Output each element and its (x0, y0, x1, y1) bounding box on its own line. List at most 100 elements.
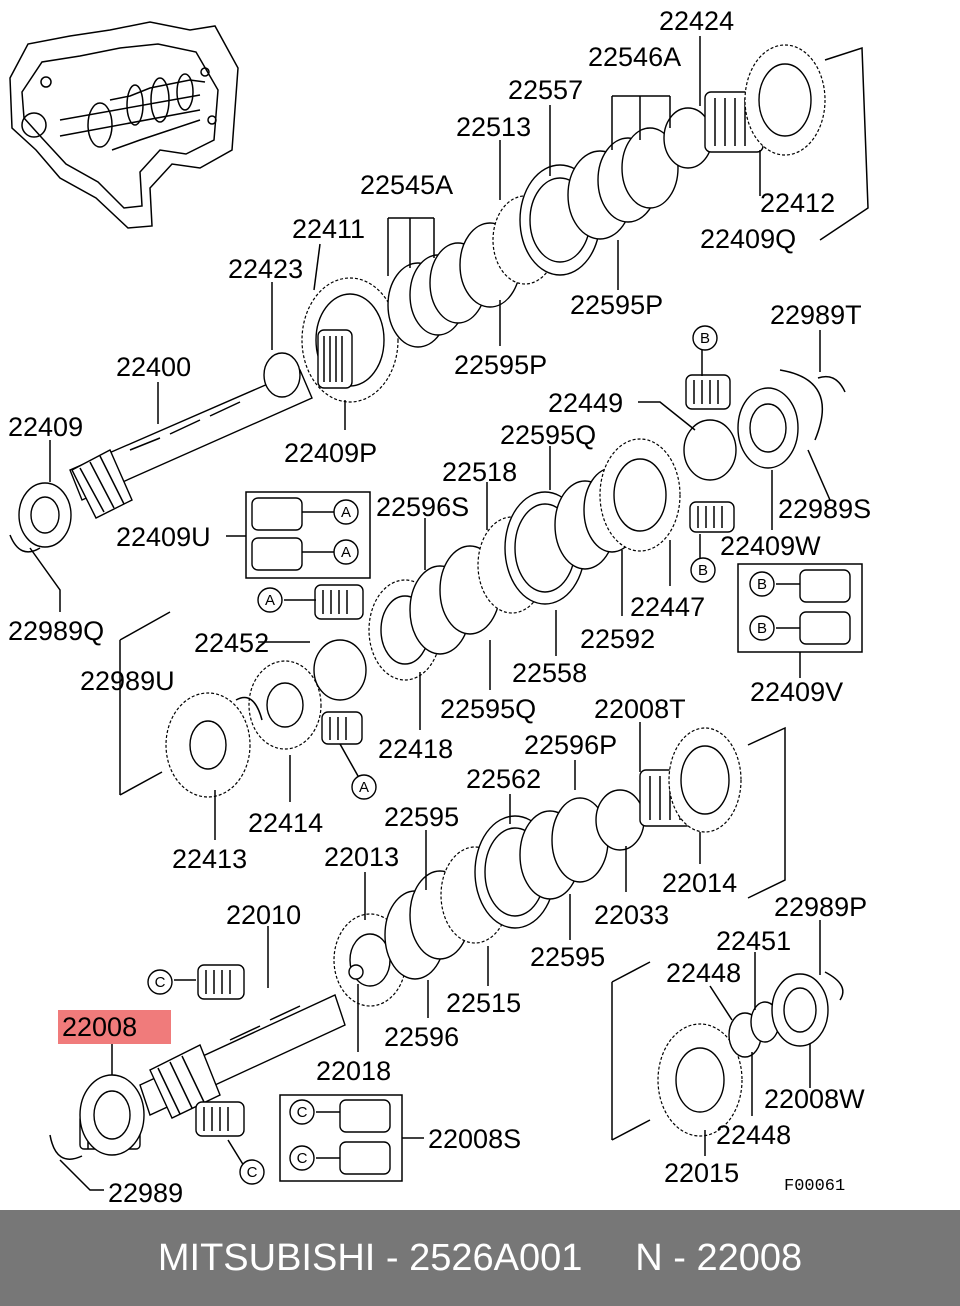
part-label: 22595P (454, 350, 547, 380)
part-label: 22546A (588, 42, 681, 72)
part-label: 22411 (292, 214, 365, 244)
footer-bar: MITSUBISHI - 2526A001 N - 22008 (0, 1210, 960, 1306)
inset-22409V (737, 563, 863, 653)
part-label: 22008T (594, 694, 686, 724)
part-label: 22452 (194, 628, 269, 658)
part-label: 22409U (116, 522, 211, 552)
part-label: 22409 (8, 412, 83, 442)
callout-letter: A (341, 504, 351, 521)
part-label-highlighted: 22008 (62, 1012, 137, 1042)
callout-letter: C (155, 974, 166, 991)
part-label: 22518 (442, 457, 517, 487)
callout-letter: B (757, 576, 767, 593)
part-label: 22033 (594, 900, 669, 930)
footer-separator: - (375, 1236, 410, 1279)
callout-circle-b-4 (749, 615, 775, 641)
part-label: 22013 (324, 842, 399, 872)
part-label: 22409Q (700, 224, 796, 254)
part-label: 22424 (659, 6, 734, 36)
callout-circle-a-1 (333, 499, 359, 525)
exploded-parts-diagram: A A A A B B B B C C C C 22424 22546A 225… (8, 6, 871, 1208)
collar-22449 (683, 419, 737, 481)
part-label: 22989U (80, 666, 175, 696)
part-label: 22400 (116, 352, 191, 382)
bearing-22409P (317, 329, 353, 389)
callout-circle-b-2 (690, 557, 716, 583)
callout-letter: C (297, 1104, 308, 1121)
part-label: 22010 (226, 900, 301, 930)
callout-letter: A (341, 544, 351, 561)
part-label: 22008W (764, 1084, 865, 1114)
part-label: 22558 (512, 658, 587, 688)
part-label: 22409P (284, 438, 377, 468)
inset-22409U (245, 491, 371, 579)
needle-bearing-C-1 (197, 964, 245, 1000)
callout-letter: C (297, 1150, 308, 1167)
callout-letter: B (757, 620, 767, 637)
part-label: 22418 (378, 734, 453, 764)
part-label: 22595Q (500, 420, 596, 450)
figure-code: F00061 (784, 1177, 845, 1196)
part-label: 22451 (716, 926, 791, 956)
input-shaft (69, 369, 313, 501)
part-label: 22448 (666, 958, 741, 988)
snap-ring-22989 (49, 1134, 83, 1160)
part-label: 22989T (770, 300, 862, 330)
snap-ring-22989S (779, 369, 824, 441)
callout-circle-a-4 (351, 774, 377, 800)
part-label: 22515 (446, 988, 521, 1018)
needle-bearing-B-1 (685, 374, 731, 410)
part-label: 22595 (384, 802, 459, 832)
part-label: 22018 (316, 1056, 391, 1086)
snap-ring-22989T (817, 375, 846, 393)
part-label: 22413 (172, 844, 247, 874)
callout-letter: A (265, 592, 275, 609)
part-label: 22409W (720, 531, 821, 561)
callout-circle-c-3 (289, 1099, 315, 1125)
collar-22452 (313, 639, 367, 701)
sync-ring-22546A-2 (621, 127, 679, 209)
footer-ref-number: 22008 (696, 1236, 803, 1279)
nut-22018 (348, 964, 364, 980)
callout-letter: A (359, 779, 369, 796)
part-label: 22989S (778, 494, 871, 524)
callout-circle-a-2 (333, 539, 359, 565)
part-label: 22989 (108, 1178, 183, 1208)
part-label: 22448 (716, 1120, 791, 1150)
input-shaft-group (9, 44, 869, 553)
part-label: 22412 (760, 188, 835, 218)
output-shaft-group (49, 726, 844, 1160)
part-label: 22447 (630, 592, 705, 622)
footer-ref-prefix: N (635, 1236, 663, 1279)
part-label: 22989Q (8, 616, 104, 646)
snap-ring-22989Q (9, 534, 41, 553)
part-label: 22595 (530, 942, 605, 972)
snap-ring-22989P (824, 971, 844, 1001)
transmission-housing-thumbnail (9, 21, 239, 229)
part-label: 22592 (580, 624, 655, 654)
inset-22008S (279, 1094, 403, 1182)
part-label: 22595Q (440, 694, 536, 724)
part-label: 22423 (228, 254, 303, 284)
part-label: 22989P (774, 892, 867, 922)
countershaft-group (119, 369, 846, 798)
callout-circle-c-4 (289, 1145, 315, 1171)
part-label: 22409V (750, 677, 843, 707)
footer-gap (582, 1237, 635, 1280)
part-label: 22596P (524, 730, 617, 760)
part-label: 22449 (548, 388, 623, 418)
collar-22033 (595, 789, 645, 851)
part-label: 22414 (248, 808, 323, 838)
highlight-box-22008 (58, 1010, 171, 1044)
callout-circles: A A A A B B B B C C C C (147, 325, 775, 1185)
callout-letter: C (247, 1164, 258, 1181)
footer-separator: - (662, 1236, 697, 1279)
needle-bearing-B-2 (689, 501, 735, 533)
part-label: 22557 (508, 75, 583, 105)
footer-part-number: 2526A001 (409, 1236, 583, 1279)
callout-letter: B (700, 330, 710, 347)
part-label: 22596 (384, 1022, 459, 1052)
part-label: 22596S (376, 492, 469, 522)
snap-ring-22989U (235, 696, 263, 721)
part-label: 22014 (662, 868, 737, 898)
